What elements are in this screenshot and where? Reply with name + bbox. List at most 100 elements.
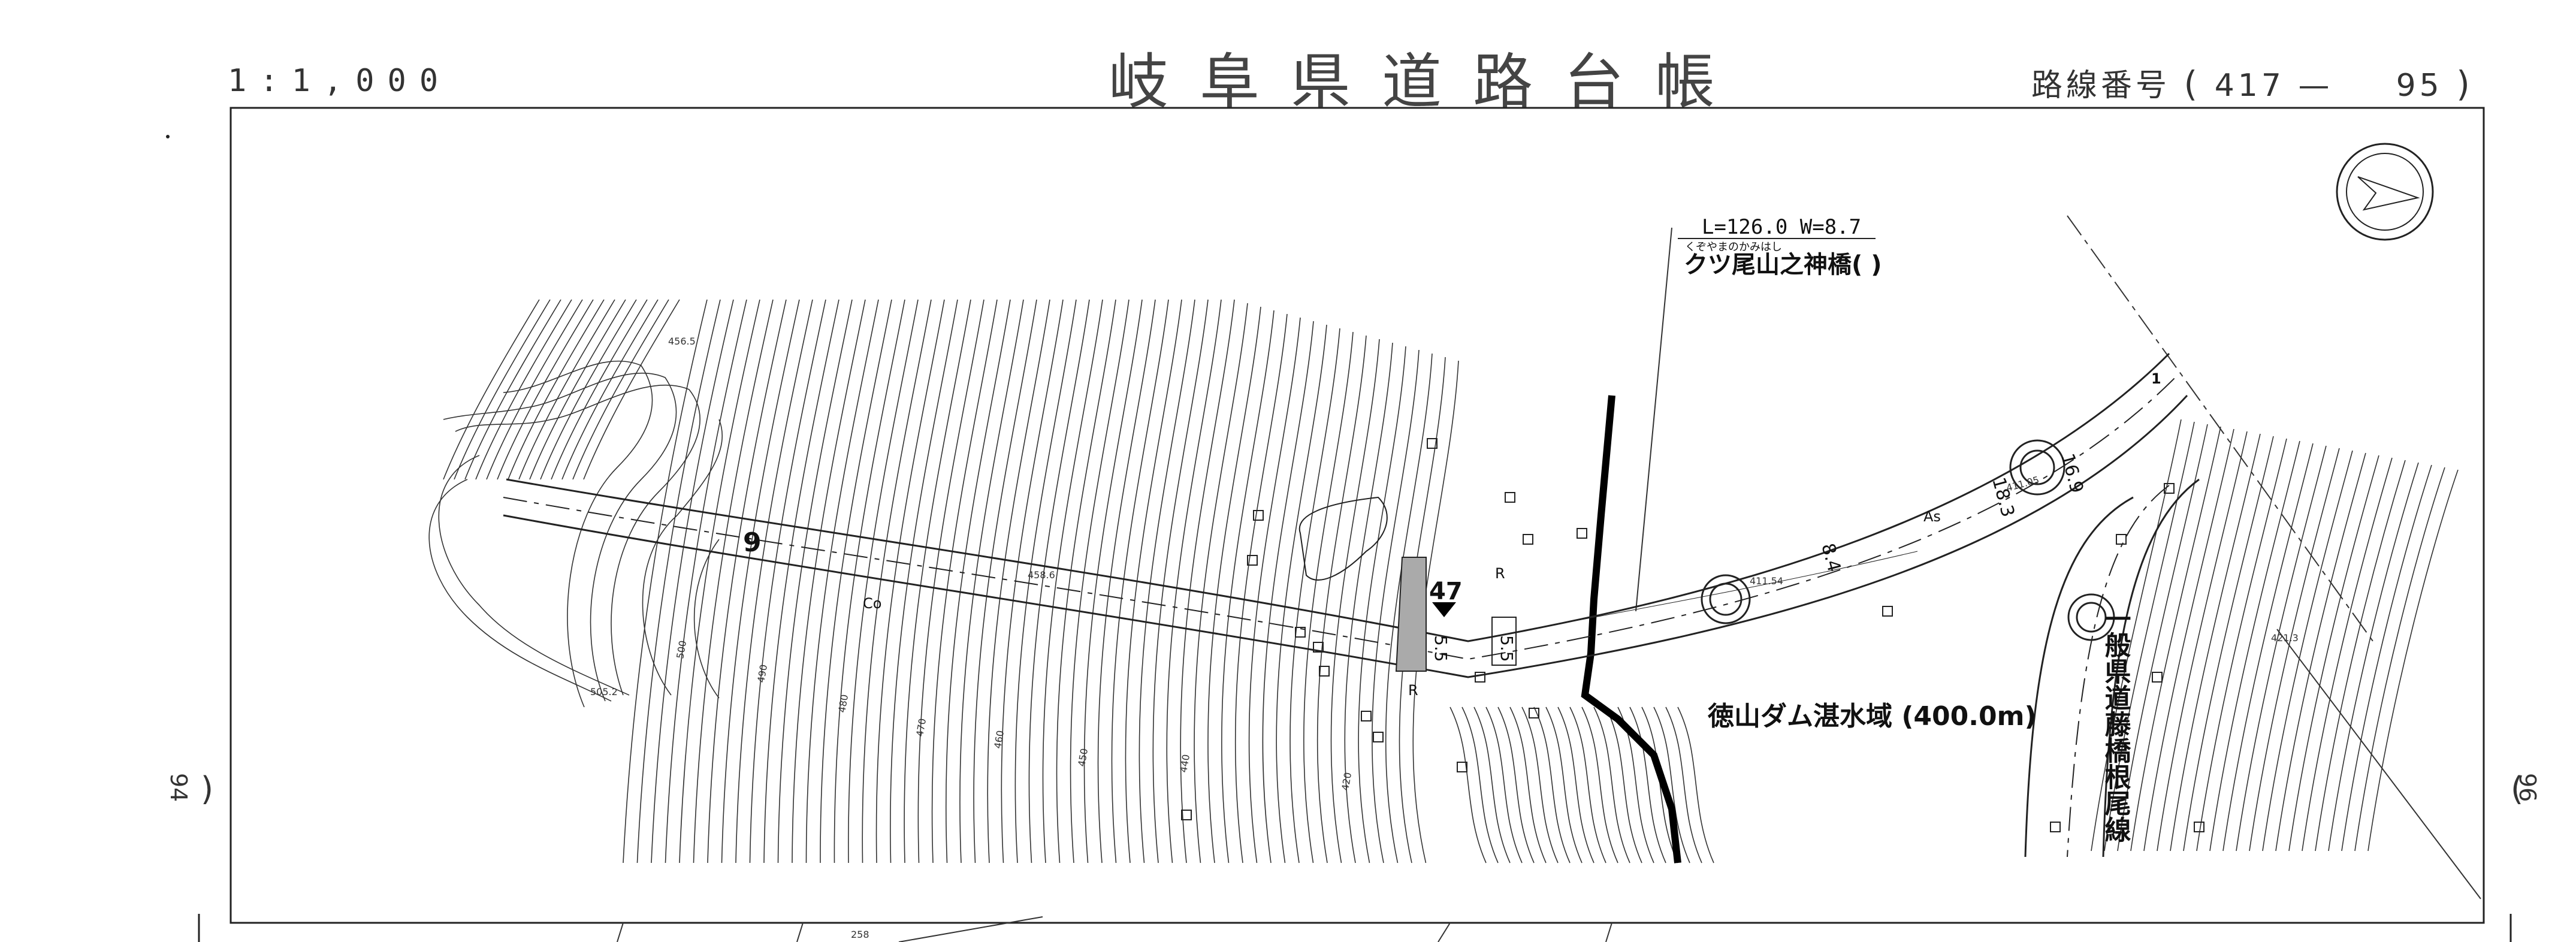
elev-456-5: 456.5: [668, 336, 696, 347]
contour-line: [1083, 299, 1143, 864]
surface-concrete: Co: [863, 595, 881, 612]
contour-line: [2183, 436, 2274, 852]
contour-line: [497, 299, 594, 480]
contour-line: [2262, 450, 2353, 852]
survey-marker-icon: [1373, 732, 1384, 742]
contour-line: [1653, 707, 1690, 864]
survey-marker-icon: [1475, 672, 1485, 683]
contour-line: [875, 299, 945, 864]
contour-line: [1593, 707, 1630, 864]
survey-marker-icon: [1882, 606, 1893, 617]
route-sheet: 95: [2396, 68, 2443, 104]
bridge-name: クツ尾山之神橋( ): [1684, 251, 1882, 279]
contour-line: [529, 299, 626, 480]
contour-line: [1194, 303, 1248, 864]
contour-line: [1276, 324, 1327, 864]
contour-line: [1344, 342, 1393, 864]
survey-marker-icon: [1457, 762, 1467, 772]
contour-line: [1180, 299, 1235, 864]
survey-marker-icon: [1427, 438, 1438, 449]
map-scale: 1:1,000: [228, 63, 452, 99]
contour-line: [1303, 331, 1354, 864]
contour-line: [2367, 469, 2459, 852]
contour-line: [1485, 707, 1523, 864]
contour-line: [763, 299, 839, 864]
road-number-label: 9: [743, 527, 762, 558]
contour-line: [1138, 299, 1195, 864]
contour-line: [1248, 317, 1301, 864]
contour-line: [749, 299, 826, 864]
survey-marker-icon: [2116, 534, 2127, 545]
contour-line: [1001, 299, 1064, 864]
survey-marker-icon: [1247, 555, 1258, 566]
contour-line: [464, 299, 561, 480]
contour-line: [561, 299, 659, 480]
contour-line: [1262, 321, 1314, 864]
contour-line: [777, 299, 853, 864]
contour-line: [987, 299, 1050, 864]
contour-line: [707, 299, 787, 864]
contour-line: [792, 299, 866, 864]
contour-line: [518, 299, 615, 480]
contour-line: [2209, 440, 2300, 852]
contour-line: [583, 299, 680, 480]
contour-lines-east: [2091, 419, 2459, 852]
elev-421-3: 421.3: [2271, 632, 2299, 644]
r-mark-1: R: [1495, 565, 1505, 582]
survey-marker-icon: [1181, 810, 1192, 820]
contour-line: [1497, 707, 1535, 864]
route-dash: —: [2298, 68, 2333, 104]
contour-line: [1509, 707, 1547, 864]
survey-marker-icon: [1319, 666, 1330, 677]
contour-line: [2091, 419, 2182, 852]
contour-line: [1097, 299, 1156, 864]
contour-line: [1221, 310, 1275, 864]
contour-line: [1111, 299, 1169, 864]
contour-line: [2130, 426, 2221, 852]
cliff-edge: [1581, 395, 1681, 864]
bottom-strip-lines: [617, 916, 1612, 942]
contour-lines: [443, 299, 1714, 864]
contour-line: [2157, 431, 2248, 852]
contour-line: [2315, 460, 2406, 852]
contour-line: [1557, 707, 1594, 864]
contour-line: [2196, 438, 2287, 852]
contour-line: [693, 299, 774, 864]
contour-line: [1125, 299, 1182, 864]
contour-line: [2288, 455, 2379, 852]
contour-line: [623, 299, 708, 864]
contour-line: [820, 299, 892, 864]
survey-marker-icon: [1577, 528, 1587, 539]
contour-470-label: 470: [914, 717, 928, 737]
contour-line: [862, 299, 932, 864]
bridge-dimensions: L=126.0 W=8.7: [1702, 215, 1861, 239]
contour-line: [2275, 452, 2366, 852]
bridge-piers: [1701, 439, 2115, 641]
crossing-road-label: 一般県道藤橋根尾線: [2100, 605, 2131, 843]
north-arrow-icon: [2336, 143, 2434, 241]
contour-line: [1569, 707, 1606, 864]
water-area-label: 徳山ダム湛水域 (400.0m): [1707, 701, 2037, 732]
contour-line: [454, 299, 551, 480]
contour-line: [1028, 299, 1090, 864]
survey-markers: [1181, 438, 2204, 832]
contour-line: [508, 299, 605, 480]
contour-line: [1014, 299, 1077, 864]
contour-line: [486, 299, 583, 480]
contour-460-label: 460: [992, 729, 1006, 749]
right-sheet-paren: (: [2511, 770, 2524, 808]
contour-line: [1070, 299, 1130, 864]
contour-line: [945, 299, 1011, 864]
contour-line: [1042, 299, 1103, 864]
contour-line: [833, 299, 905, 864]
contour-line: [959, 299, 1024, 864]
contour-lobe: [428, 360, 723, 708]
map-frame: [229, 107, 2485, 924]
contour-line: [1234, 313, 1288, 864]
contour-line: [2117, 424, 2208, 852]
bridge-furigana: くぞやまのかみはし: [1685, 241, 1782, 253]
boundary-lines: [1635, 215, 2481, 899]
survey-marker-icon: [1529, 708, 1539, 718]
width-5-5-a: 5.5: [1431, 635, 1451, 662]
contour-line: [1665, 707, 1702, 864]
